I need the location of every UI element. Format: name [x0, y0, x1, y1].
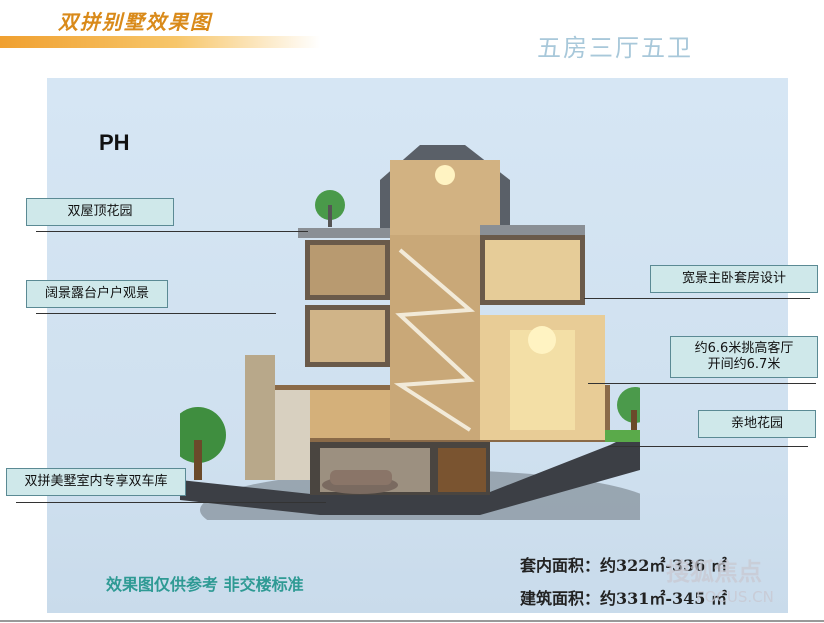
callout-high-ceiling-living-text: 约6.6米挑高客厅 开间约6.7米 — [694, 341, 794, 372]
callout-terrace-view-leader — [36, 313, 276, 314]
bottom-divider — [0, 620, 824, 622]
callout-double-garage-text: 双拼美墅室内专享双车库 — [24, 474, 168, 489]
villa-cross-section-illustration — [180, 145, 640, 520]
callout-master-suite-text: 宽景主卧套房设计 — [681, 271, 786, 286]
header-title: 双拼别墅效果图 — [58, 10, 212, 34]
callout-double-garage-leader — [16, 502, 326, 503]
callout-private-garden-leader — [608, 446, 808, 447]
callout-roof-garden-text: 双屋顶花园 — [67, 204, 133, 219]
callout-high-ceiling-living: 约6.6米挑高客厅 开间约6.7米 — [670, 336, 818, 378]
watermark-url-text: FOCUS.CN — [696, 588, 774, 606]
header-subtitle: 五房三厅五卫 — [537, 34, 693, 62]
header-underline-bar — [0, 36, 320, 48]
callout-roof-garden: 双屋顶花园 — [26, 198, 174, 226]
callout-private-garden: 亲地花园 — [698, 410, 816, 438]
plan-type-label: PH — [99, 130, 130, 155]
callout-master-suite-leader — [584, 298, 810, 299]
disclaimer-text: 效果图仅供参考 非交楼标准 — [106, 575, 304, 594]
callout-terrace-view-text: 阔景露台户户观景 — [44, 286, 149, 301]
callout-roof-garden-leader — [36, 231, 308, 232]
watermark-logo-text: 搜狐焦点 — [666, 558, 762, 586]
building-area-text: 建筑面积：约331㎡-345 ㎡ — [520, 589, 728, 608]
callout-terrace-view: 阔景露台户户观景 — [26, 280, 168, 308]
callout-master-suite: 宽景主卧套房设计 — [650, 265, 818, 293]
callout-private-garden-text: 亲地花园 — [730, 416, 783, 431]
callout-high-ceiling-living-leader — [588, 383, 816, 384]
inner-area-text: 套内面积：约322㎡-336 ㎡ — [520, 556, 728, 575]
callout-double-garage: 双拼美墅室内专享双车库 — [6, 468, 186, 496]
